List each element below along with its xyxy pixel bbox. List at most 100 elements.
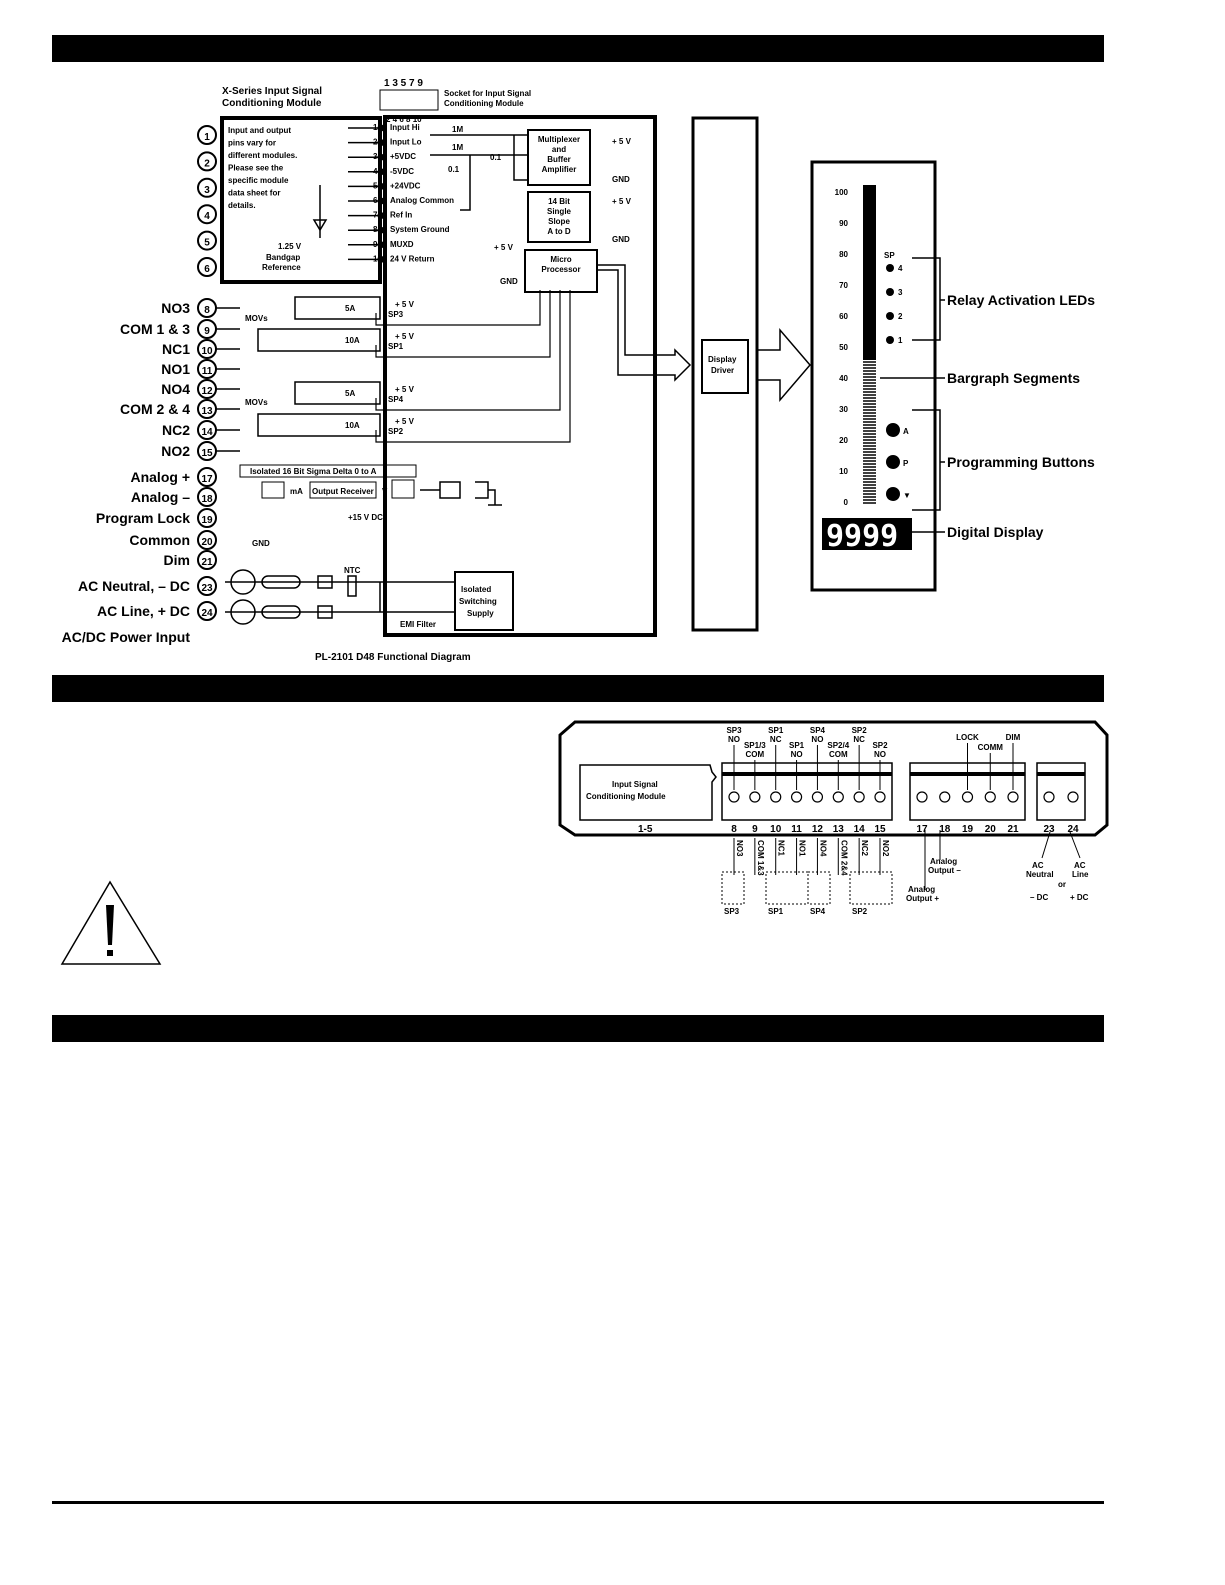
socket-pin-label: Input Lo [390, 138, 422, 147]
socket-pin-label: Ref In [390, 211, 412, 220]
relay-contact [721, 871, 745, 905]
terminal-label: SP1/3 [744, 741, 766, 750]
module-note-line: data sheet for [228, 189, 280, 198]
front-panel [810, 160, 937, 592]
terminal-label: SP1 [789, 741, 805, 750]
wire-label: NO3 [735, 840, 744, 857]
ac-line-label: Line [1072, 870, 1089, 879]
io-label: DIM [1006, 733, 1021, 742]
mux-label: Multiplexer [538, 135, 580, 144]
io-terminal-number: 23 [201, 583, 213, 594]
terminal-screw [853, 791, 865, 803]
terminal-number: 23 [1043, 824, 1055, 835]
relay-group-label: SP2 [852, 907, 868, 916]
relay-rating: 10A [345, 421, 360, 430]
capacitor-label: 0.1 [490, 153, 502, 162]
terminal-label: NO [811, 735, 823, 744]
terminal-number: 15 [874, 824, 886, 835]
terminal-number: 14 [854, 824, 866, 835]
supply-label: Switching [459, 597, 497, 606]
wire-label: NC2 [860, 840, 869, 857]
dc-plus-label: + DC [1070, 893, 1089, 902]
io-terminal [197, 487, 217, 507]
socket-pin-label: Analog Common [390, 196, 454, 205]
button-label: P [903, 459, 909, 468]
diagram-caption: PL-2101 D48 Functional Diagram [315, 652, 471, 663]
input-pin [197, 125, 217, 145]
relay-sp: SP1 [388, 342, 404, 351]
io-terminal-label: Analog + [130, 469, 190, 485]
io-terminal-number: 21 [201, 557, 213, 568]
io-terminal [197, 467, 217, 487]
display-driver-column [691, 116, 759, 632]
terminal-screw [832, 791, 844, 803]
terminal-screw [728, 791, 740, 803]
module-title-line: Conditioning Module [222, 98, 322, 109]
relay [257, 328, 381, 352]
terminal-label: SP2 [872, 741, 888, 750]
sp-label: SP [884, 251, 895, 260]
relay-led [886, 264, 894, 272]
mux-label: Buffer [547, 155, 571, 164]
input-pin [197, 230, 217, 251]
output-driver-label: Output Receiver [312, 487, 374, 496]
io-label: COMM [978, 743, 1004, 752]
terminal-block [721, 762, 893, 821]
terminal-screw [1007, 791, 1019, 803]
analog-block-title: Isolated 16 Bit Sigma Delta 0 to A [250, 467, 377, 476]
programming-button[interactable] [886, 423, 900, 437]
capacitor-label: 0.1 [448, 165, 460, 174]
terminal-block [1036, 762, 1086, 821]
bargraph-scale-label: 90 [839, 219, 848, 228]
resistor-label: 1M [452, 125, 463, 134]
input-pin [197, 257, 217, 277]
bargraph-scale-label: 10 [839, 467, 848, 476]
bargraph-scale-label: 0 [844, 498, 849, 507]
terminal-number: 18 [939, 824, 951, 835]
relay-led [886, 312, 894, 320]
relay-terminal-label: NO1 [161, 361, 190, 377]
input-pin-number: 6 [204, 264, 210, 275]
terminal-number: 19 [962, 824, 974, 835]
data-arrow [597, 264, 692, 382]
relay-sp: SP2 [388, 427, 404, 436]
programming-button[interactable] [886, 455, 900, 469]
module-note-line: specific module [228, 176, 289, 185]
io-terminal [197, 550, 217, 570]
module-note-line: different modules. [228, 151, 297, 160]
relay [257, 413, 381, 437]
io-terminal-label: Dim [164, 552, 190, 568]
terminal-screw [1067, 791, 1079, 803]
module-note-line: Please see the [228, 164, 284, 173]
section-header-bar [52, 675, 1104, 702]
relay-terminal-label: COM 1 & 3 [120, 321, 190, 337]
gnd-label: GND [500, 277, 518, 286]
micro-block [524, 249, 598, 293]
rear-module-slot [579, 764, 717, 821]
relay-contact [807, 871, 831, 905]
socket [379, 89, 439, 111]
ntc-label: NTC [344, 566, 361, 575]
driver-label: Display [708, 355, 737, 364]
analog-output-block [239, 464, 417, 478]
io-terminal-label: Program Lock [96, 510, 190, 526]
relay [294, 296, 381, 320]
relay-contact [765, 871, 809, 905]
relay-led [886, 288, 894, 296]
relay-terminal-number: 15 [201, 448, 213, 459]
display-digits: 9999 [826, 519, 898, 554]
rear-module-label: Conditioning Module [586, 792, 666, 801]
plus5-label: + 5 V [395, 300, 415, 309]
terminal-label: COM [746, 750, 765, 759]
relay-terminal-number: 13 [201, 406, 213, 417]
socket-pin-label: 24 V Return [390, 254, 435, 263]
input-pin-number: 5 [204, 238, 210, 249]
module-note-line: pins vary for [228, 139, 276, 148]
bargraph-scale-label: 50 [839, 343, 848, 352]
module-ref-label: Reference [262, 263, 301, 272]
io-terminal [197, 530, 217, 550]
programming-button[interactable] [886, 487, 900, 501]
io-terminal-label: AC Neutral, – DC [78, 578, 190, 594]
emi-filter-label: EMI Filter [400, 620, 436, 629]
